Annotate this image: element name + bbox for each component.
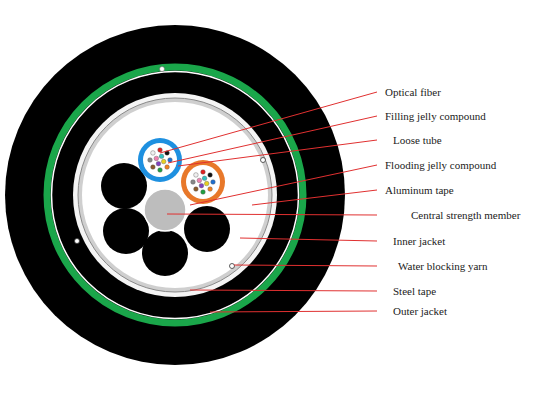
part-label: Filling jelly compound	[385, 110, 486, 123]
fiber-dot	[194, 187, 199, 192]
filler-rod	[142, 230, 188, 276]
filling-jelly	[186, 165, 220, 199]
fiber-dot	[194, 173, 199, 178]
leader-line	[190, 165, 377, 205]
fiber-dot	[151, 165, 156, 170]
filler-rod	[103, 208, 149, 254]
fiber-dot	[158, 168, 163, 173]
leader-lines	[160, 92, 377, 312]
leader-line	[167, 214, 377, 215]
fiber-dot	[156, 161, 161, 166]
fiber-dot	[151, 151, 156, 156]
filling-jelly	[143, 143, 177, 177]
yarn-dot	[230, 264, 235, 269]
fiber-dot	[197, 178, 202, 183]
fiber-dot	[211, 180, 216, 185]
fiber-dot	[204, 181, 209, 186]
filler-rod	[101, 163, 147, 209]
fiber-dot	[158, 148, 163, 153]
part-label: Loose tube	[393, 134, 442, 147]
yarn-dot	[261, 158, 266, 163]
filler-rod	[184, 206, 230, 252]
loose-tube	[181, 160, 225, 204]
fiber-dot	[161, 159, 166, 164]
part-label: Inner jacket	[393, 235, 445, 248]
leader-line	[178, 140, 377, 166]
leader-line	[190, 290, 377, 291]
steel-tape	[47, 67, 303, 323]
leader-line	[168, 116, 377, 163]
outer-jacket	[5, 25, 345, 365]
part-label: Outer jacket	[393, 305, 447, 318]
fiber-dot	[199, 183, 204, 188]
fiber-dot	[201, 170, 206, 175]
fiber-dot	[208, 187, 213, 192]
leader-line	[240, 238, 377, 241]
part-label: Central strength member	[411, 209, 520, 222]
steel-tape-edge	[52, 72, 299, 319]
loose-tube	[138, 138, 182, 182]
leader-line	[210, 311, 377, 312]
aluminum-tape	[73, 93, 277, 297]
fiber-dot	[201, 190, 206, 195]
part-label: Water blocking yarn	[398, 260, 488, 273]
leader-line	[252, 190, 377, 205]
aluminum-tape-inner	[78, 98, 272, 292]
fiber-dot	[154, 156, 159, 161]
fiber-dot	[159, 154, 164, 159]
fiber-dot	[191, 180, 196, 185]
part-label: Optical fiber	[385, 86, 441, 99]
optical-fibers	[191, 170, 216, 195]
fiber-dot	[148, 158, 153, 163]
part-label: Aluminum tape	[385, 184, 454, 197]
part-label: Steel tape	[393, 285, 436, 298]
optical-fibers	[148, 148, 173, 173]
fiber-dot	[165, 165, 170, 170]
part-label: Flooding jelly compound	[385, 159, 496, 172]
yarn-dot	[75, 239, 80, 244]
central-strength-member	[144, 189, 186, 231]
leader-line	[234, 265, 377, 266]
fiber-dot	[202, 176, 207, 181]
yarn-dot	[160, 67, 165, 72]
fiber-dot	[168, 158, 173, 163]
fiber-dot	[208, 173, 213, 178]
inner-jacket	[53, 73, 297, 317]
flooding-jelly	[82, 102, 268, 288]
